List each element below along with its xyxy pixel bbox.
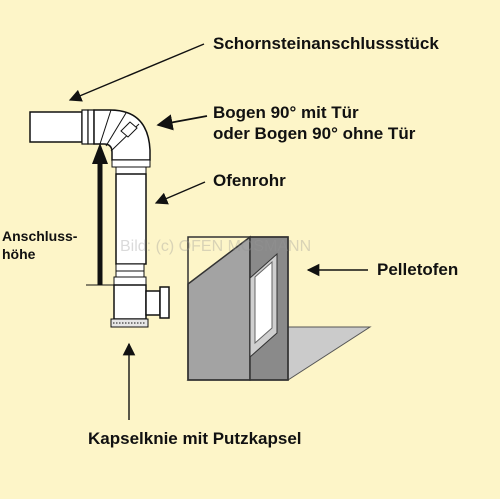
stove-window bbox=[254, 260, 273, 345]
pellet-stove bbox=[186, 235, 372, 381]
label-flue-pipe: Ofenrohr bbox=[213, 171, 286, 190]
stove-frame bbox=[187, 236, 289, 381]
label-bend-without-door: oder Bogen 90° ohne Tür bbox=[213, 124, 416, 143]
label-connection-height-2: höhe bbox=[2, 246, 36, 262]
watermark: Bild: (c) OFEN MOSMANN bbox=[120, 238, 312, 255]
connector-ring-1 bbox=[81, 109, 89, 145]
label-connection-height-1: Anschluss- bbox=[2, 228, 78, 244]
stove-front-face bbox=[187, 235, 251, 381]
label-capsule-knee: Kapselknie mit Putzkapsel bbox=[88, 429, 302, 448]
capsule-knee bbox=[110, 263, 170, 328]
label-chimney-connector: Schornsteinanschlussstück bbox=[213, 34, 439, 53]
bend-collar bbox=[111, 159, 151, 168]
connector-ring-2 bbox=[87, 109, 95, 145]
pointer-pipe bbox=[154, 181, 206, 205]
connector-pipe bbox=[29, 111, 83, 143]
label-bend-with-door: Bogen 90° mit Tür bbox=[213, 103, 359, 122]
pointer-bend bbox=[156, 114, 208, 131]
pointer-connector bbox=[68, 43, 205, 102]
connection-height-arrow bbox=[86, 143, 114, 286]
label-pellet-stove: Pelletofen bbox=[377, 260, 459, 279]
chimney-connector bbox=[29, 109, 95, 145]
